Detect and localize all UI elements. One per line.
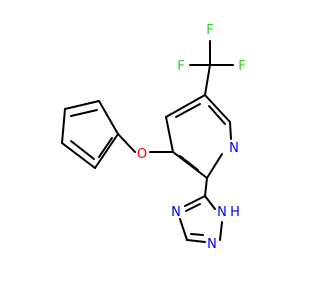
bond-tz-c5-n1-inner [190, 233, 204, 236]
molecule-canvas: F F F O N N N N H [61, 23, 246, 252]
molecule-structure: F F F O N N N N H [61, 23, 246, 252]
bond-tz-c5-n1 [186, 239, 206, 243]
bond-cf3-ring [204, 64, 211, 96]
bond-c5-c6 [204, 94, 231, 123]
bond-ph-3 [61, 108, 66, 144]
bond-c2-c3-inner [179, 155, 199, 171]
bond-o-phenyl [117, 133, 136, 153]
bond-ph-2-inner [70, 109, 98, 117]
atom-label-pyridine-n: N [229, 141, 239, 156]
bond-ph-2 [64, 100, 100, 110]
bond-c6-c6-inner [208, 105, 226, 125]
bond-c4-c5 [165, 94, 206, 118]
bond-tz-n2-c3 [204, 195, 216, 210]
bond-ph-4 [61, 142, 96, 169]
bond-tz-c3-n4 [184, 195, 206, 207]
bond-tz-n4-c5 [179, 218, 188, 241]
atom-label-f-right: F [238, 59, 245, 74]
bond-c4-c5-inner [175, 103, 201, 118]
bond-ph-5 [94, 133, 119, 169]
bond-c3-c4 [165, 116, 174, 153]
bond-ph-5-inner [98, 137, 113, 158]
bond-pyridine-triazole [204, 177, 208, 197]
atom-label-triazole-n1h: N [217, 205, 227, 220]
bond-ph-4-inner [70, 140, 95, 160]
bond-ph-1 [98, 100, 119, 135]
bond-tz-n1-n2 [219, 221, 223, 241]
atom-label-o: O [137, 147, 147, 162]
atom-label-triazole-n2: N [207, 237, 217, 252]
bond-n1-c2 [206, 153, 223, 179]
bond-tz-c3-n4-inner [185, 203, 201, 212]
bonds [61, 40, 234, 243]
atom-label-f-left: F [177, 59, 184, 74]
atom-labels: F F F O N N N N H [137, 23, 246, 252]
atom-label-f-top: F [206, 23, 213, 38]
bond-c6-n1 [229, 121, 232, 140]
atom-label-triazole-h: H [230, 205, 240, 220]
atom-label-triazole-n4: N [171, 205, 181, 220]
